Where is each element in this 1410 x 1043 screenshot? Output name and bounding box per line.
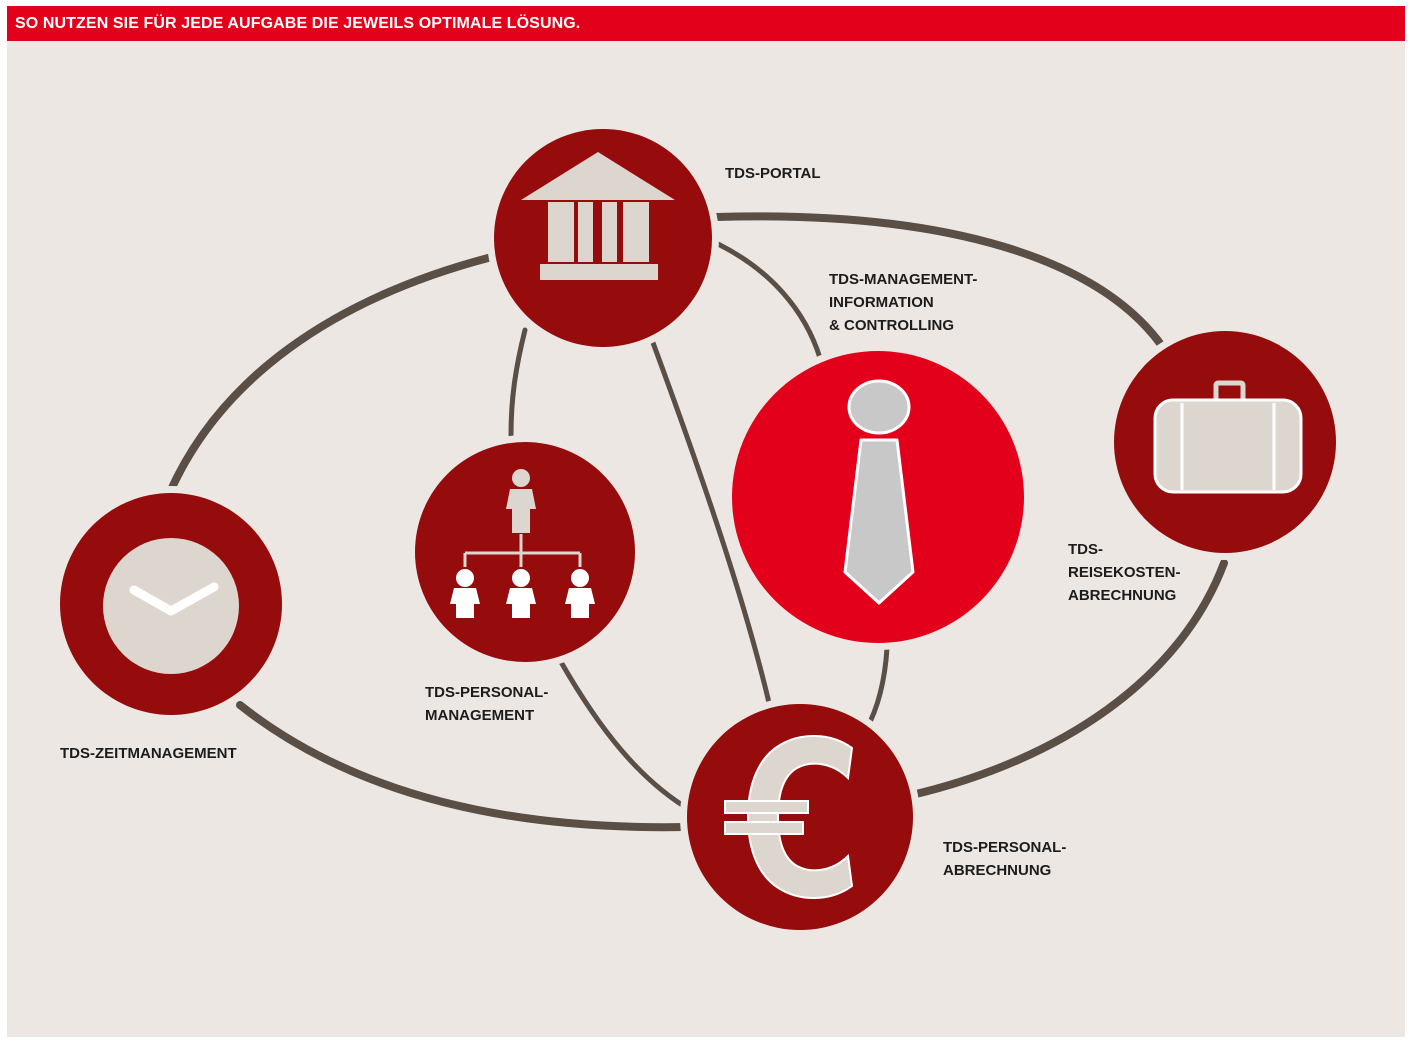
connector-outer-right-bottom bbox=[908, 559, 1228, 799]
euro-icon bbox=[724, 735, 854, 899]
connector-portal-info bbox=[715, 241, 823, 361]
label-zeitmanagement: TDS-ZEITMANAGEMENT bbox=[60, 745, 237, 762]
page-title: SO NUTZEN SIE FÜR JEDE AUFGABE DIE JEWEI… bbox=[7, 6, 1405, 41]
label-portal: TDS-PORTAL bbox=[725, 165, 821, 182]
connector-outer-top-left bbox=[166, 254, 492, 496]
connectors bbox=[166, 212, 1228, 832]
clock-icon bbox=[103, 538, 239, 674]
label-reisekosten: TDS- REISEKOSTEN- ABRECHNUNG bbox=[1068, 541, 1181, 604]
bank-building-icon bbox=[521, 152, 675, 280]
node-personalabrechnung[interactable] bbox=[680, 697, 920, 937]
node-zeitmanagement[interactable] bbox=[53, 486, 289, 722]
connector-outer-top-right bbox=[712, 212, 1166, 350]
connector-outer-bottom-left bbox=[236, 701, 690, 832]
label-personalabrechnung: TDS-PERSONAL- ABRECHNUNG bbox=[943, 839, 1067, 879]
node-reisekosten[interactable] bbox=[1107, 324, 1343, 560]
connector-portal-personalmanagement bbox=[508, 327, 528, 438]
connector-info-abrechnung bbox=[863, 645, 890, 733]
necktie-icon bbox=[843, 379, 915, 605]
label-personalmanagement: TDS-PERSONAL- MANAGEMENT bbox=[425, 684, 549, 724]
suitcase-icon bbox=[1153, 380, 1303, 494]
label-management-info: TDS-MANAGEMENT- INFORMATION & CONTROLLIN… bbox=[829, 271, 978, 334]
connector-personalmanagement-abrechnung bbox=[558, 659, 693, 813]
org-chart-icon bbox=[450, 469, 595, 618]
node-management-info[interactable] bbox=[725, 344, 1031, 650]
node-personalmanagement[interactable] bbox=[408, 435, 642, 669]
node-portal[interactable] bbox=[487, 122, 719, 354]
connector-portal-abrechnung bbox=[649, 337, 773, 710]
